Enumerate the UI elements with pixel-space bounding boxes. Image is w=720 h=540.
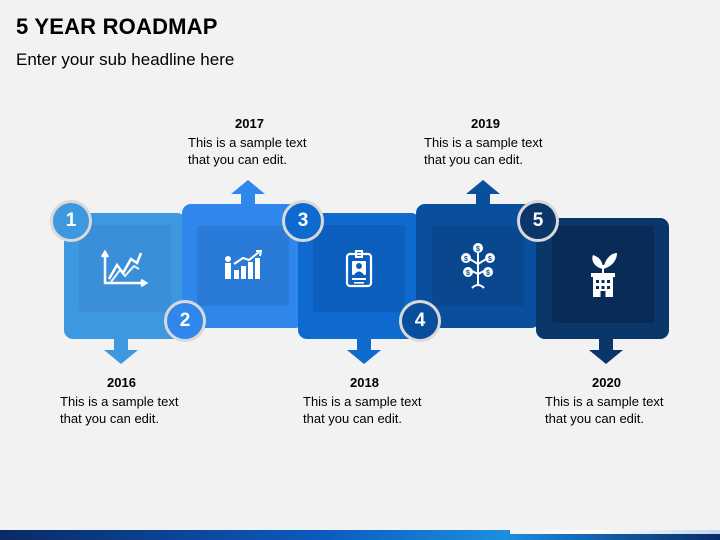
step-4-icon-panel: $ $ $ $ $	[432, 226, 524, 306]
svg-text:$: $	[486, 270, 490, 277]
step-4-label: 2019 This is a sample text that you can …	[424, 115, 564, 168]
id-badge-icon	[345, 249, 373, 287]
step-1-number-badge: 1	[50, 200, 92, 242]
step-5-arrow-down	[589, 338, 623, 364]
bar-chart-person-icon	[225, 250, 263, 279]
step-4-number-badge: 4	[399, 300, 441, 342]
step-4-text-line1: This is a sample text	[424, 135, 543, 150]
step-1-arrow-down	[104, 338, 138, 364]
step-2-number-badge: 2	[164, 300, 206, 342]
step-5-card	[536, 218, 669, 339]
step-5-label: 2020 This is a sample text that you can …	[545, 374, 685, 427]
step-2-year: 2017	[235, 116, 264, 131]
step-5-number-badge: 5	[517, 200, 559, 242]
step-2-text-line1: This is a sample text	[188, 135, 307, 150]
step-1-card	[64, 213, 186, 339]
step-3-number-badge: 3	[282, 200, 324, 242]
step-3-icon-panel	[313, 225, 405, 312]
step-1-year: 2016	[107, 375, 136, 390]
step-3-text-line1: This is a sample text	[303, 394, 422, 409]
step-2-icon-panel	[197, 226, 289, 306]
step-2-label: 2017 This is a sample text that you can …	[188, 115, 328, 168]
step-3-text-line2: that you can edit.	[303, 411, 403, 426]
step-1-text-line1: This is a sample text	[60, 394, 179, 409]
step-5-icon-panel	[552, 226, 654, 323]
step-4-arrow-up	[466, 180, 500, 206]
footer-accent-highlight	[510, 530, 720, 534]
step-2-arrow-up	[231, 180, 265, 206]
growth-arrow-icon	[101, 249, 149, 287]
svg-text:$: $	[476, 246, 480, 253]
step-2-text-line2: that you can edit.	[188, 152, 288, 167]
step-5-year: 2020	[592, 375, 621, 390]
footer-accent-bar	[0, 530, 720, 540]
money-tree-icon: $ $ $ $ $	[461, 243, 495, 289]
building-plant-icon	[591, 252, 617, 297]
step-3-year: 2018	[350, 375, 379, 390]
step-4-year: 2019	[471, 116, 500, 131]
page-subtitle: Enter your sub headline here	[16, 50, 235, 69]
svg-text:$: $	[488, 256, 492, 263]
step-5-text-line2: that you can edit.	[545, 411, 645, 426]
step-1-text-line2: that you can edit.	[60, 411, 160, 426]
svg-text:$: $	[464, 256, 468, 263]
svg-text:$: $	[466, 270, 470, 277]
page-title: 5 YEAR ROADMAP	[16, 14, 218, 39]
step-3-arrow-down	[347, 338, 381, 364]
step-1-icon-panel	[79, 225, 171, 312]
step-5-text-line1: This is a sample text	[545, 394, 664, 409]
step-1-label: 2016 This is a sample text that you can …	[60, 374, 200, 427]
step-4-text-line2: that you can edit.	[424, 152, 524, 167]
step-3-label: 2018 This is a sample text that you can …	[303, 374, 443, 427]
